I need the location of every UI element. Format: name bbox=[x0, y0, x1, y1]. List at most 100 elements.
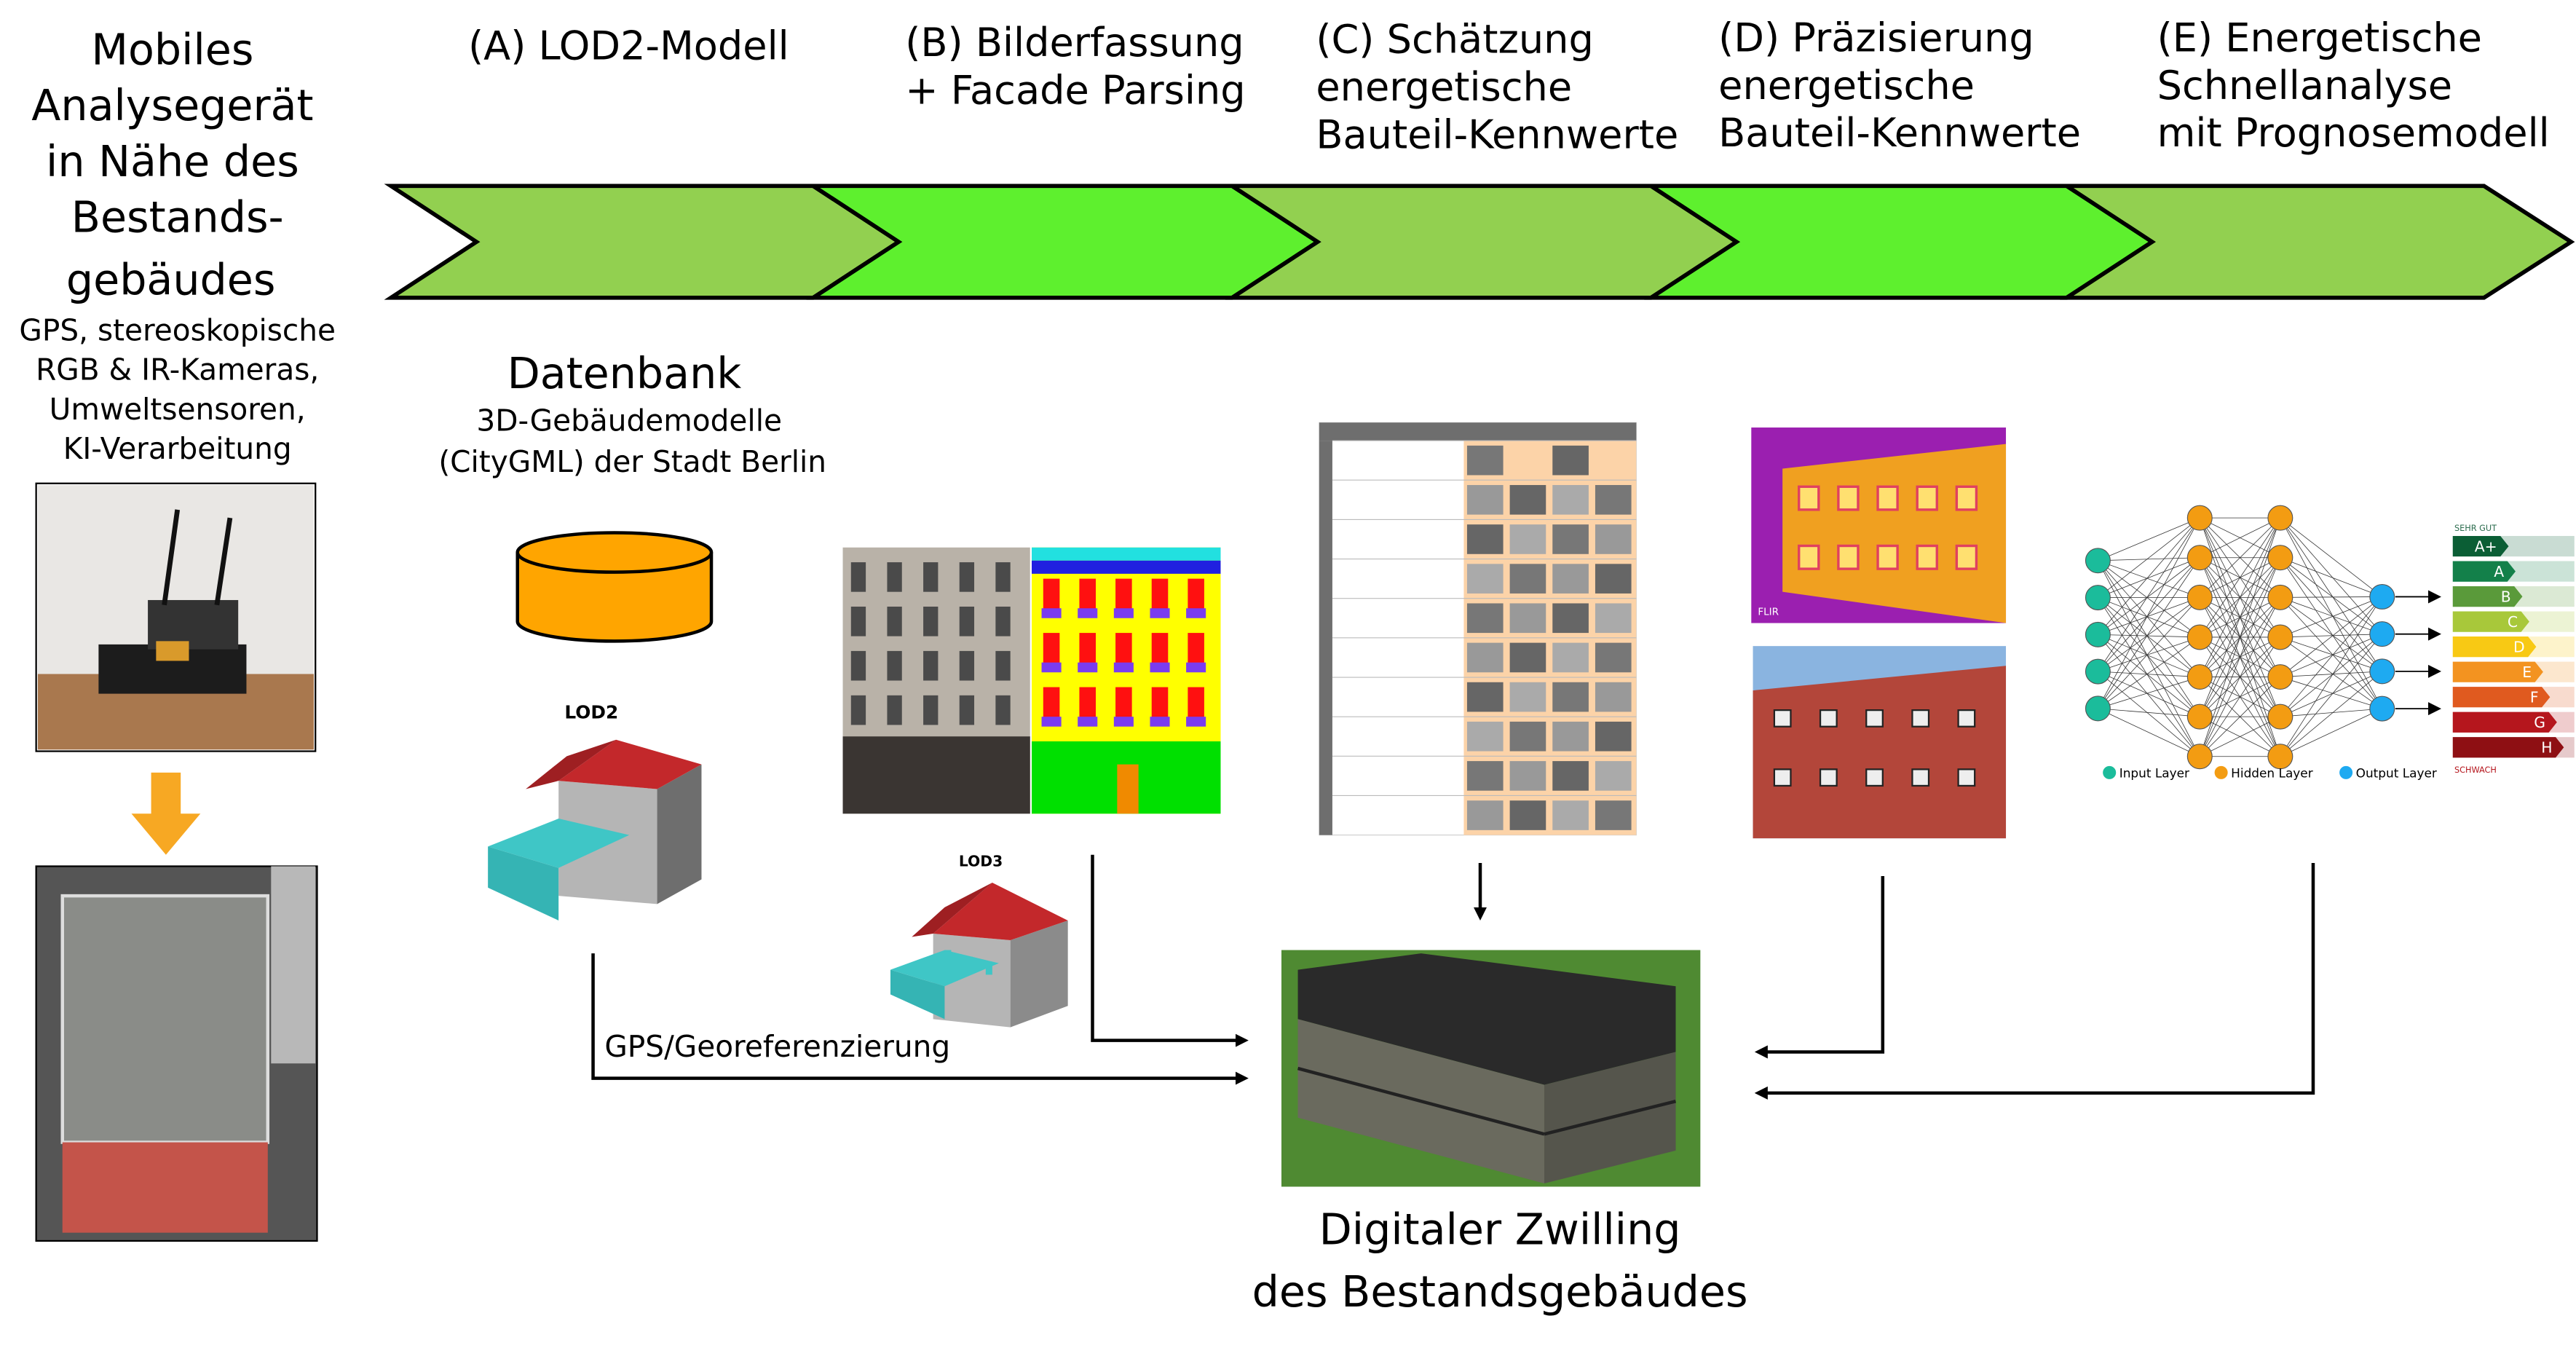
device-subtitle: GPS, stereoskopische RGB & IR-Kameras, U… bbox=[19, 312, 336, 465]
neural-network bbox=[2085, 505, 2441, 770]
input-layer-swatch bbox=[2103, 765, 2117, 779]
svg-text:Output Layer: Output Layer bbox=[2356, 766, 2437, 781]
energy-class-label: B bbox=[2501, 588, 2511, 605]
step-label-e: mit Prognosemodell bbox=[2157, 110, 2550, 156]
gps-label: GPS/Georeferenzierung bbox=[604, 1029, 950, 1064]
lod2-label: LOD2 bbox=[564, 701, 618, 722]
step-label-e: (E) Energetische bbox=[2157, 15, 2482, 60]
svg-text:KI-Verarbeitung: KI-Verarbeitung bbox=[63, 431, 292, 466]
energy-class-bar bbox=[2452, 737, 2564, 758]
svg-text:Mobiles: Mobiles bbox=[91, 25, 253, 74]
aerial-building-photo bbox=[35, 865, 318, 1242]
input-node bbox=[2085, 548, 2111, 574]
facade-photo bbox=[842, 547, 1030, 814]
chevron-step-e bbox=[2060, 184, 2575, 300]
hidden-node bbox=[2267, 505, 2293, 531]
svg-text:3D-Gebäudemodelle: 3D-Gebäudemodelle bbox=[476, 403, 782, 438]
arrow-facade bbox=[1091, 854, 1249, 1047]
input-node bbox=[2085, 658, 2111, 685]
flir-logo: FLIR bbox=[1758, 606, 1779, 618]
step-label-c: (C) Schätzung bbox=[1316, 17, 1594, 63]
svg-text:Datenbank: Datenbank bbox=[507, 349, 742, 398]
output-layer-swatch bbox=[2339, 765, 2353, 779]
step-label-e: Schnellanalyse bbox=[2157, 63, 2452, 109]
svg-text:in Nähe des: in Nähe des bbox=[46, 137, 299, 186]
device-photo bbox=[35, 482, 317, 752]
step-label-d: Bauteil-Kennwerte bbox=[1718, 110, 2081, 156]
hidden-node bbox=[2186, 545, 2213, 571]
energy-class-bar bbox=[2452, 611, 2529, 632]
energy-class-label: H bbox=[2541, 739, 2552, 757]
brick-building-photo bbox=[1753, 646, 2007, 839]
energy-class-label: D bbox=[2513, 638, 2525, 655]
hidden-node bbox=[2267, 664, 2293, 690]
energy-class-bar bbox=[2452, 561, 2516, 582]
svg-text:Analysegerät: Analysegerät bbox=[31, 81, 313, 130]
lod3-house-model bbox=[890, 883, 1068, 1028]
output-node bbox=[2369, 695, 2395, 722]
hidden-node bbox=[2267, 624, 2293, 650]
facade-parsing-segmentation bbox=[1032, 547, 1221, 814]
energy-class-bar bbox=[2452, 535, 2509, 557]
svg-text:Umweltsensoren,: Umweltsensoren, bbox=[50, 392, 306, 427]
lod3-label: LOD3 bbox=[959, 852, 1003, 870]
hidden-node bbox=[2267, 584, 2293, 610]
hidden-node bbox=[2186, 703, 2213, 730]
energy-class-bar bbox=[2452, 586, 2523, 607]
energy-class-bar bbox=[2452, 661, 2543, 682]
input-node bbox=[2085, 695, 2111, 722]
step-label-c: Bauteil-Kennwerte bbox=[1316, 111, 1678, 157]
arrow-gps bbox=[591, 953, 1249, 1085]
step-label-b: + Facade Parsing bbox=[905, 68, 1245, 114]
connector-arrows bbox=[591, 854, 2315, 1100]
hidden-node bbox=[2186, 584, 2213, 610]
output-node bbox=[2369, 621, 2395, 647]
energy-class-label: A bbox=[2494, 563, 2504, 580]
neural-network-legend: Input Layer Hidden Layer Output Layer bbox=[2103, 766, 2437, 781]
hidden-node bbox=[2267, 744, 2293, 770]
device-title: Mobiles Analysegerät in Nähe des Bestand… bbox=[31, 25, 313, 304]
energy-class-label: E bbox=[2522, 663, 2532, 681]
arrow-prognosis bbox=[1754, 862, 2315, 1100]
output-node bbox=[2369, 583, 2395, 610]
svg-text:Digitaler Zwilling: Digitaler Zwilling bbox=[1319, 1205, 1681, 1254]
energy-class-bar bbox=[2452, 636, 2537, 658]
svg-text:GPS, stereoskopische: GPS, stereoskopische bbox=[19, 312, 336, 347]
svg-text:gebäudes: gebäudes bbox=[66, 255, 276, 304]
thermal-image: FLIR bbox=[1751, 427, 2007, 623]
database-title: Datenbank 3D-Gebäudemodelle (CityGML) de… bbox=[438, 349, 826, 479]
hidden-node bbox=[2186, 664, 2213, 690]
input-node bbox=[2085, 585, 2111, 611]
step-labels: (A) LOD2-Modell (B) Bilderfassung+ Facade… bbox=[468, 15, 2550, 157]
step-label-c: energetische bbox=[1316, 64, 1572, 110]
building-typology-table bbox=[1319, 422, 1637, 836]
process-chevron-band bbox=[384, 184, 2575, 300]
input-node bbox=[2085, 621, 2111, 647]
hidden-node bbox=[2186, 744, 2213, 770]
step-label-d: energetische bbox=[1718, 63, 1975, 109]
svg-text:Input Layer: Input Layer bbox=[2119, 766, 2189, 781]
hidden-node bbox=[2267, 545, 2293, 571]
step-label-b: (B) Bilderfassung bbox=[905, 20, 1244, 66]
svg-text:Bestands-: Bestands- bbox=[71, 193, 284, 243]
svg-text:Hidden Layer: Hidden Layer bbox=[2231, 766, 2313, 781]
arrow-thermal bbox=[1754, 876, 1885, 1059]
svg-text:(CityGML) der Stadt Berlin: (CityGML) der Stadt Berlin bbox=[438, 444, 826, 479]
energy-class-label: G bbox=[2534, 714, 2545, 731]
step-label-a: (A) LOD2-Modell bbox=[468, 23, 789, 69]
energy-top-label: SEHR GUT bbox=[2454, 524, 2497, 533]
hidden-layer-swatch bbox=[2214, 765, 2228, 779]
svg-text:RGB & IR-Kameras,: RGB & IR-Kameras, bbox=[36, 352, 319, 387]
down-arrow-icon bbox=[131, 772, 201, 855]
hidden-node bbox=[2186, 505, 2213, 531]
step-label-d: (D) Präzisierung bbox=[1718, 15, 2034, 60]
energy-bottom-label: SCHWACH bbox=[2454, 765, 2497, 775]
chevron-step-a bbox=[384, 184, 903, 300]
energy-class-label: A+ bbox=[2475, 537, 2497, 555]
output-node bbox=[2369, 658, 2395, 685]
database-icon bbox=[515, 531, 714, 643]
hidden-node bbox=[2186, 624, 2213, 650]
svg-text:des Bestandsgebäudes: des Bestandsgebäudes bbox=[1252, 1267, 1748, 1317]
